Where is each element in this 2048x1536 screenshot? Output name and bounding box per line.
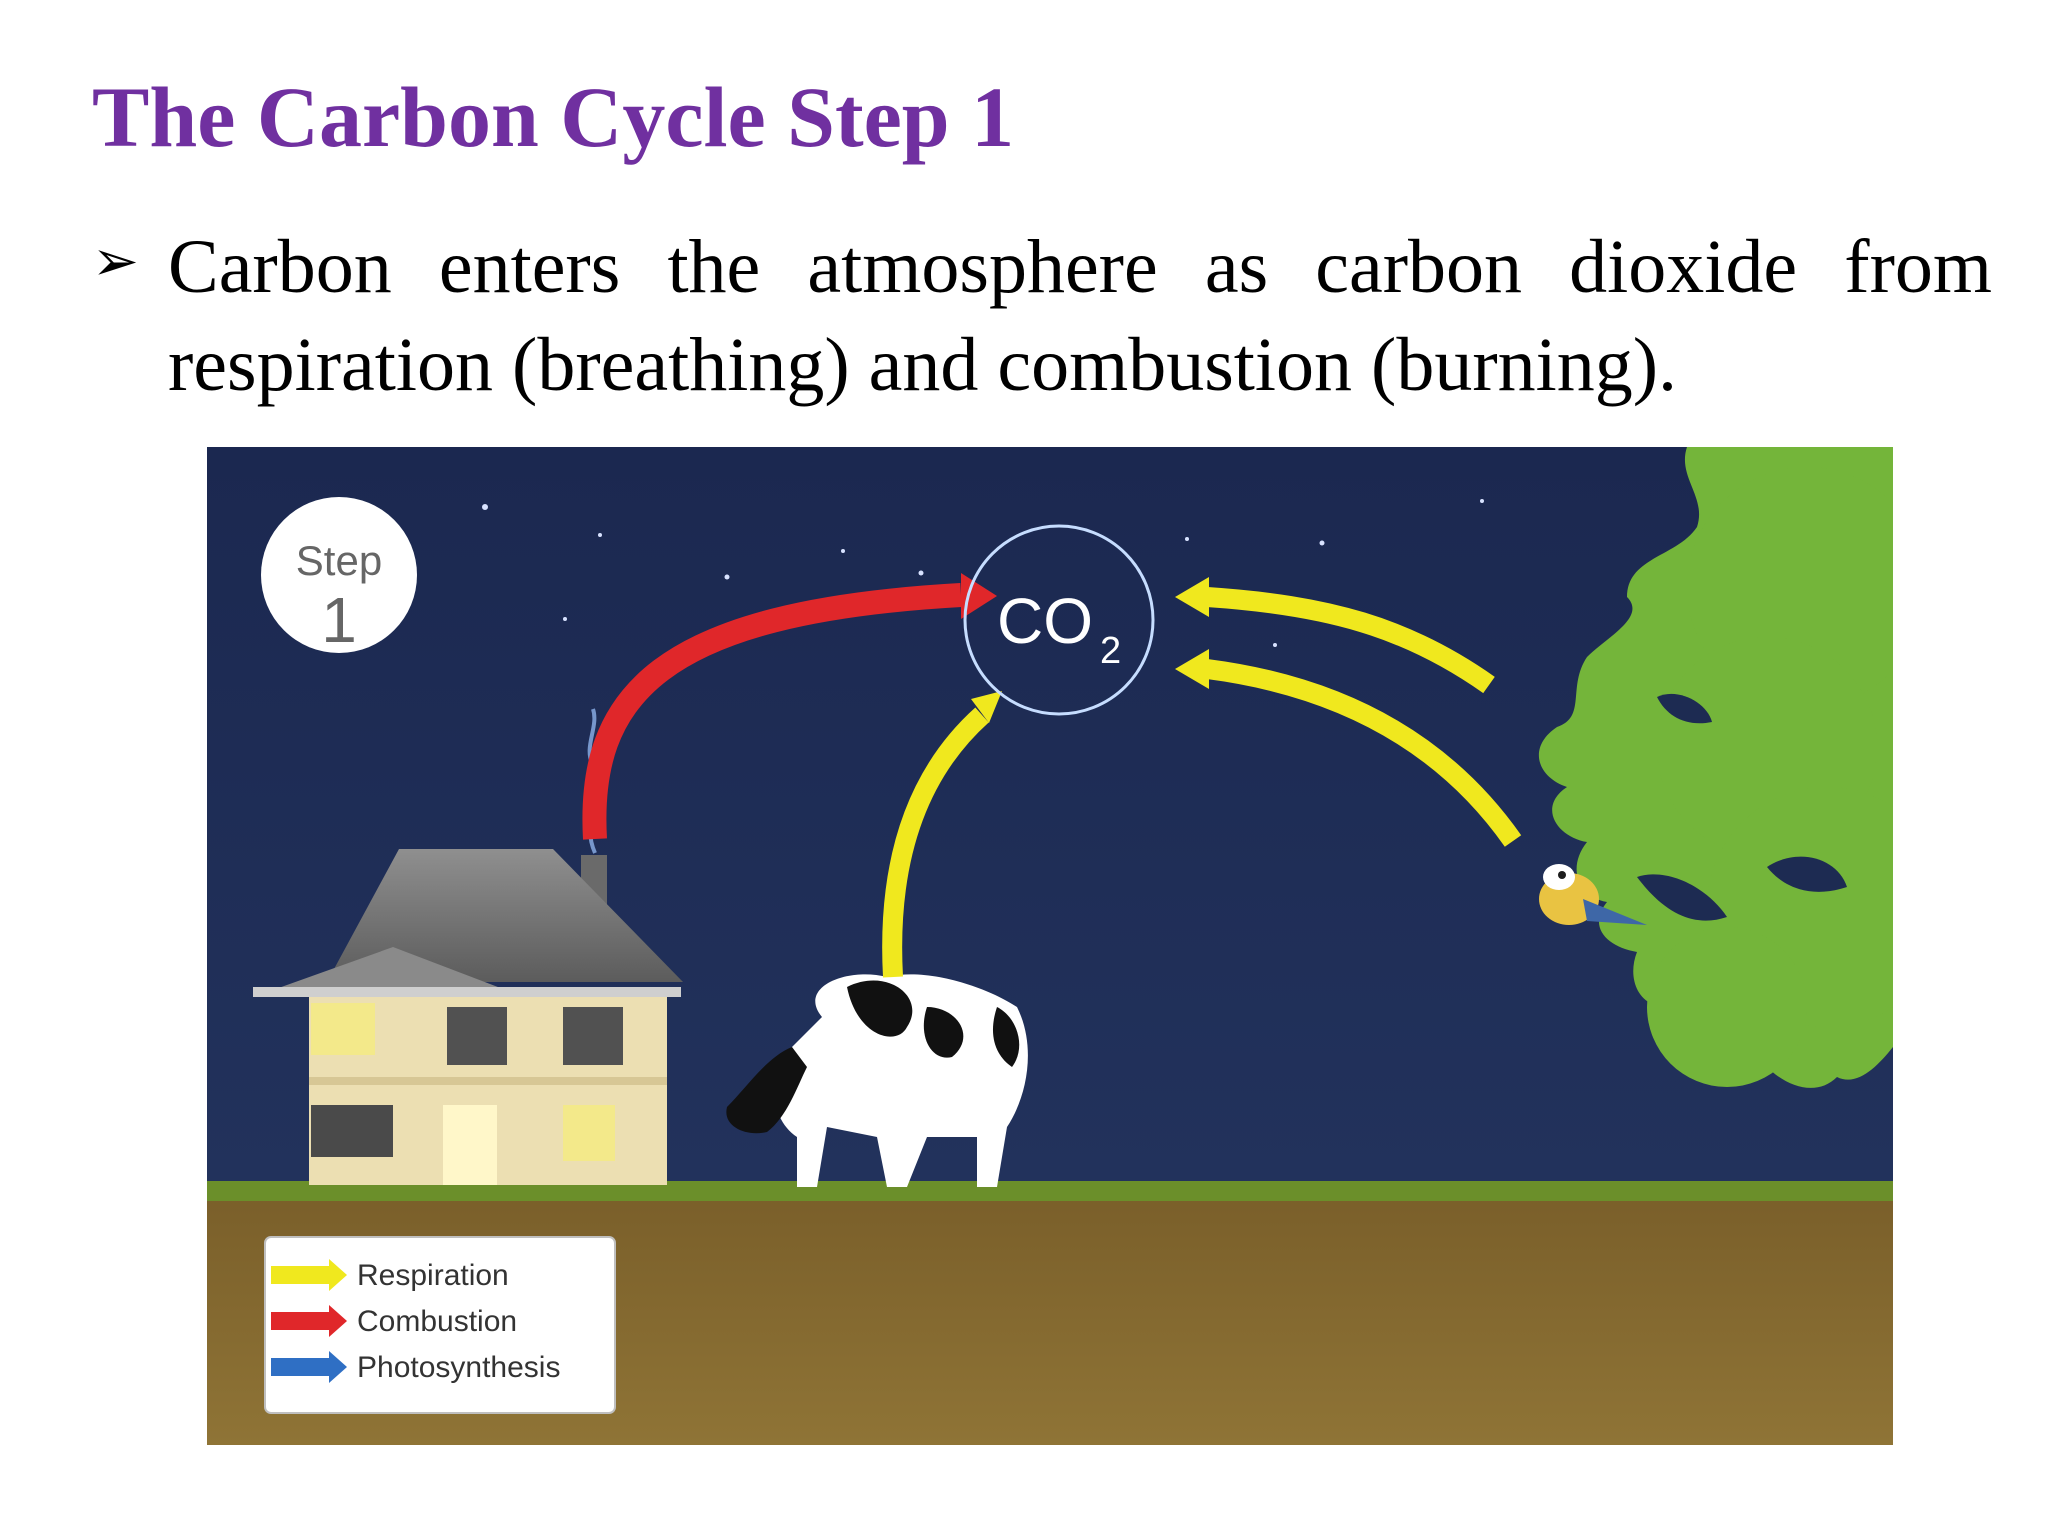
respiration-arrow-cow: [882, 691, 1002, 978]
bird: [1539, 864, 1647, 925]
co2-circle: [963, 524, 1155, 716]
step-label: Step: [296, 537, 382, 584]
legend-label-respiration: Respiration: [357, 1259, 509, 1292]
legend-label-combustion: Combustion: [357, 1305, 517, 1338]
combustion-swatch-icon: [271, 1312, 329, 1330]
grass-strip: [207, 1181, 1893, 1201]
legend-item-respiration: Respiration: [271, 1259, 509, 1292]
respiration-swatch-icon: [271, 1266, 329, 1284]
combustion-arrow: [582, 573, 997, 840]
arrowhead-bullet-icon: ➢: [92, 229, 139, 294]
respiration-arrow-bird: [1175, 649, 1522, 847]
tree: [1538, 447, 1893, 1088]
legend-item-photosynthesis: Photosynthesis: [271, 1351, 560, 1384]
bullet-point: ➢ Carbon enters the atmosphere as carbon…: [92, 212, 1992, 414]
slide-title: The Carbon Cycle Step 1: [92, 69, 1015, 165]
respiration-arrow-tree: [1175, 577, 1495, 694]
legend: Respiration Combustion Photosynthesis: [264, 1236, 616, 1414]
step-number: 1: [321, 584, 357, 656]
carbon-cycle-diagram: CO 2 Step 1 Respiration Combustion Photo…: [207, 447, 1893, 1445]
tree-gaps: [1637, 693, 1847, 921]
house: [253, 849, 683, 1185]
legend-label-photosynthesis: Photosynthesis: [357, 1351, 560, 1384]
step-badge: [261, 497, 417, 653]
photosynthesis-swatch-icon: [271, 1358, 329, 1376]
legend-item-combustion: Combustion: [271, 1305, 517, 1338]
co2-label: CO: [997, 585, 1093, 657]
co2-subscript: 2: [1100, 630, 1121, 672]
bullet-text: Carbon enters the atmosphere as carbon d…: [168, 225, 1992, 407]
cow: [726, 974, 1028, 1187]
